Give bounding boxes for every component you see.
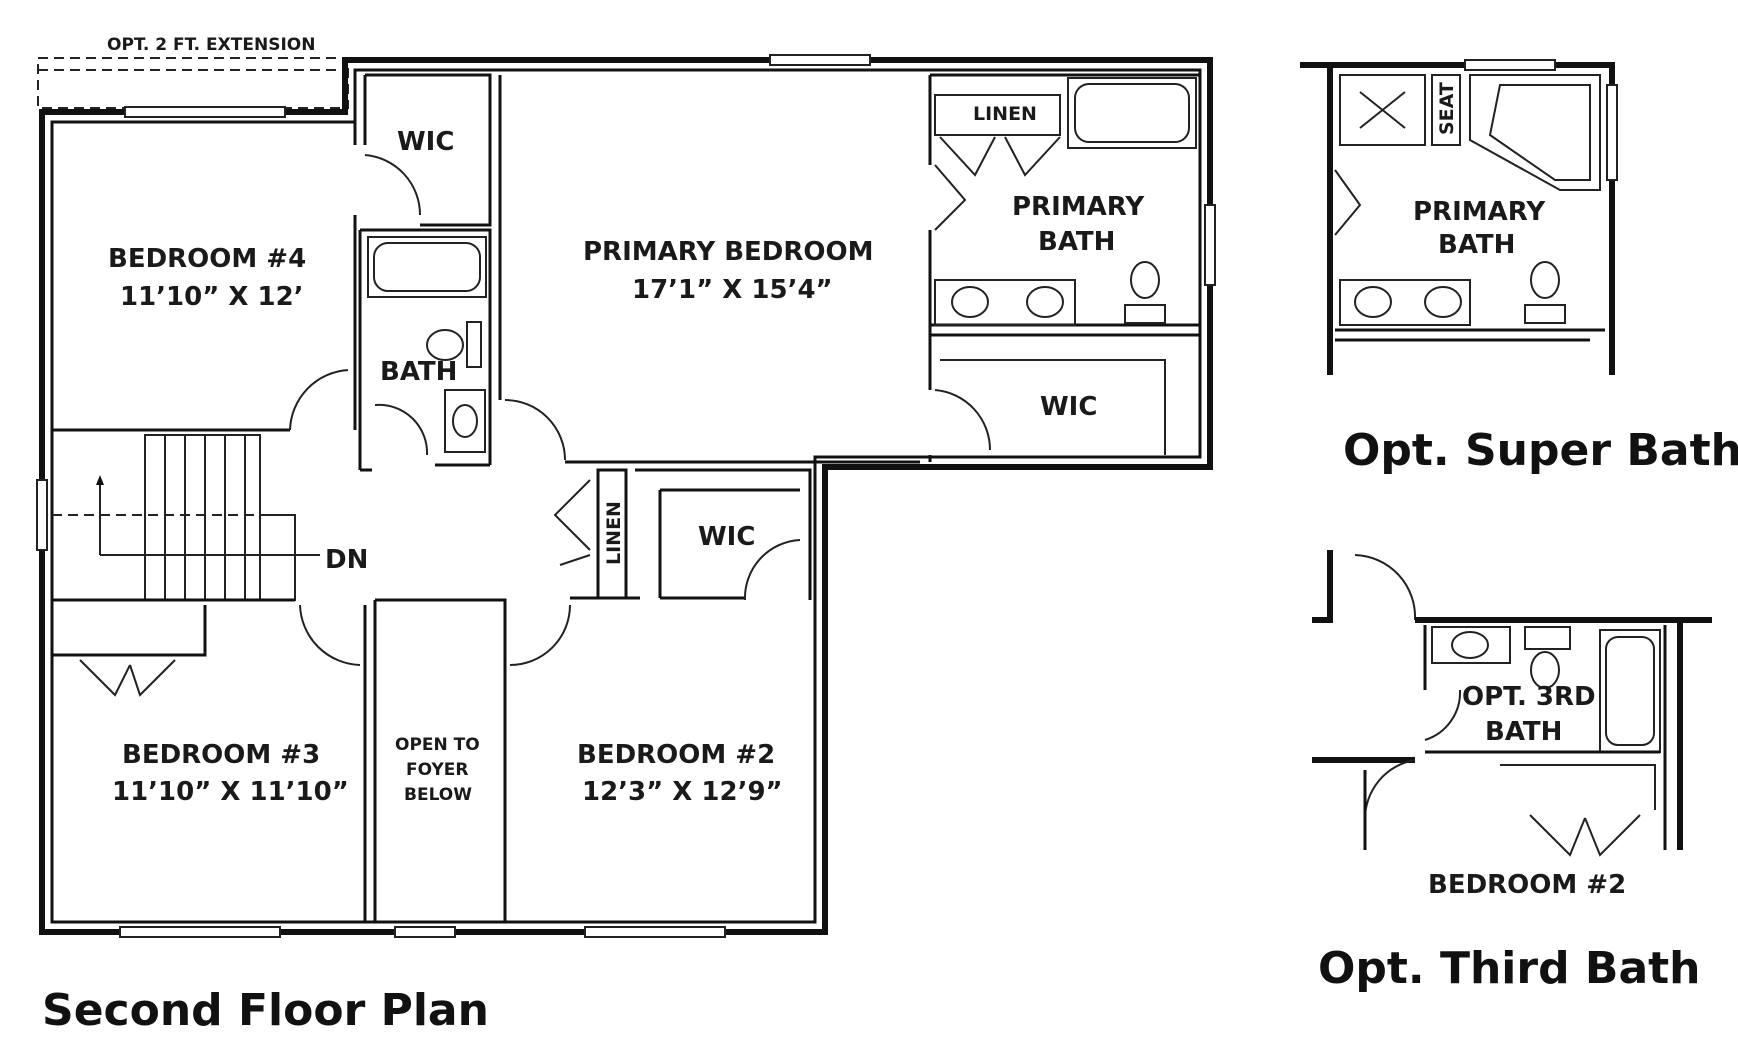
open-foyer-line1: OPEN TO [395, 735, 480, 755]
bedroom4-dims: 11’10” X 12’ [120, 282, 304, 312]
super-bath-line1: PRIMARY [1413, 197, 1546, 227]
stairs-dn-label: DN [325, 545, 368, 575]
opt-third-bath-plan [1312, 550, 1712, 857]
shower [1339, 74, 1426, 146]
open-foyer-line3: BELOW [404, 785, 472, 805]
bath-label: BATH [380, 357, 457, 387]
primary-bath-line1: PRIMARY [1012, 192, 1145, 222]
bedroom4-name: BEDROOM #4 [108, 244, 306, 274]
window [36, 479, 48, 551]
linen-shelf [934, 94, 1061, 136]
bedroom3-name: BEDROOM #3 [122, 740, 320, 770]
window [124, 106, 286, 118]
window [394, 926, 456, 938]
opt-third-bath-line2: BATH [1485, 717, 1562, 747]
super-bath-line2: BATH [1438, 230, 1515, 260]
linen-primary-label: LINEN [973, 103, 1037, 125]
bathtub [1599, 629, 1661, 753]
seat-label: SEAT [1436, 82, 1458, 135]
super-bath-title: Opt. Super Bath [1343, 425, 1738, 476]
window [769, 54, 871, 66]
vanity [1339, 279, 1471, 326]
third-bath-title: Opt. Third Bath [1318, 943, 1701, 994]
linen-hall-label: LINEN [603, 501, 625, 565]
toilet [1130, 261, 1160, 299]
sink [1431, 626, 1511, 664]
main-floor-plan [36, 54, 1216, 938]
bathtub [1067, 77, 1197, 149]
exterior-wall [39, 57, 1213, 935]
bathtub [367, 236, 487, 298]
bedroom3-dims: 11’10” X 11’10” [112, 777, 349, 807]
optional-extension-outline [37, 57, 349, 109]
bedroom2-name: BEDROOM #2 [577, 740, 775, 770]
toilet [1530, 261, 1560, 299]
window [119, 926, 281, 938]
window [584, 926, 726, 938]
wic-top-label: WIC [397, 127, 454, 157]
opt-super-bath-plan [1300, 59, 1618, 375]
primary-bath-line2: BATH [1038, 227, 1115, 257]
primary-bedroom-dims: 17’1” X 15’4” [632, 275, 833, 305]
toilet [1530, 651, 1560, 689]
toilet [426, 329, 464, 361]
bedroom2-dims: 12’3” X 12’9” [582, 777, 783, 807]
sink [444, 389, 486, 453]
third-bath-bedroom2: BEDROOM #2 [1428, 870, 1626, 900]
main-plan-title: Second Floor Plan [42, 985, 489, 1036]
vanity [934, 279, 1076, 326]
extension-label: OPT. 2 FT. EXTENSION [107, 35, 315, 55]
wic-bed2-label: WIC [698, 522, 755, 552]
wic-primary-label: WIC [1040, 392, 1097, 422]
corner-tub [1469, 74, 1601, 191]
staircase [52, 434, 320, 601]
open-foyer-line2: FOYER [406, 760, 468, 780]
primary-bedroom-name: PRIMARY BEDROOM [583, 237, 873, 267]
bench-seat [1431, 74, 1461, 146]
opt-third-bath-line1: OPT. 3RD [1462, 682, 1596, 712]
window [1204, 204, 1216, 286]
